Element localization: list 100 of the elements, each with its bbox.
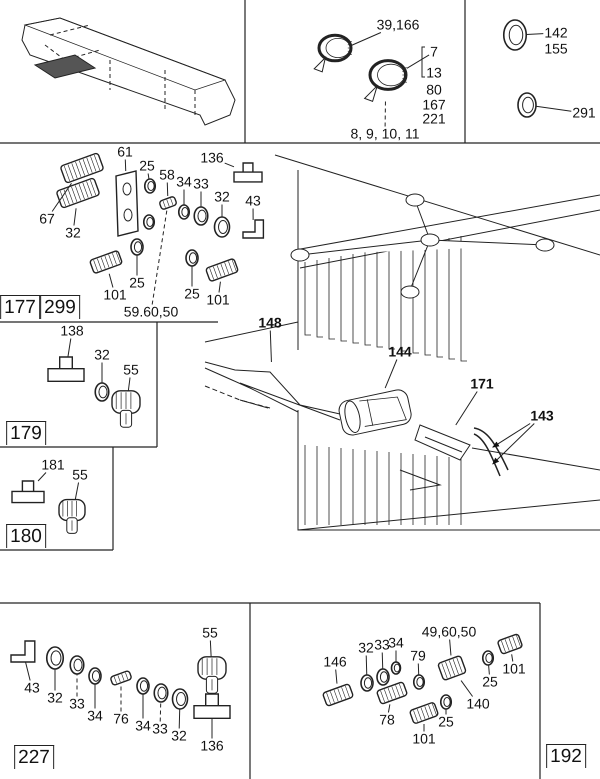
ring-drawing — [136, 677, 150, 695]
bracket-drawing — [400, 424, 471, 490]
callout-number: 32 — [170, 728, 188, 744]
cap-drawing — [111, 390, 141, 428]
callout-number: 101 — [501, 662, 527, 676]
elbow-drawing — [10, 640, 36, 663]
leader-line — [406, 54, 430, 69]
callout-number: 78 — [378, 712, 396, 728]
callout-number: 144 — [387, 344, 413, 360]
leader-line — [449, 639, 452, 656]
callout-number: 101 — [205, 292, 231, 308]
callout-number: 142 — [543, 26, 569, 40]
leader-line — [270, 330, 272, 362]
callout-number: 33 — [68, 696, 86, 712]
callout-number: 7 — [429, 44, 439, 60]
leader-line — [142, 694, 144, 719]
figure-number: 192 — [546, 744, 586, 768]
clamp-drawing — [313, 34, 352, 72]
callout-number: 25 — [437, 714, 455, 730]
tee-drawing — [233, 162, 263, 183]
callout-number: 32 — [64, 226, 82, 240]
ring-drawing — [376, 668, 390, 686]
callout-number: 101 — [411, 732, 437, 746]
callout-number: 39,166 — [376, 18, 420, 32]
leader-line — [38, 472, 46, 482]
callout-number: 136 — [199, 738, 225, 754]
leader-line — [384, 100, 386, 127]
figure-number: 299 — [40, 295, 80, 319]
ring-drawing — [88, 667, 102, 685]
ring-drawing — [144, 178, 156, 194]
leader-line — [200, 191, 202, 208]
leader-line — [210, 640, 212, 658]
leader-line — [366, 655, 368, 676]
callout-number: 143 — [529, 408, 555, 424]
leader-line — [455, 391, 478, 426]
callout-number: 101 — [102, 288, 128, 302]
leader-line — [108, 273, 114, 288]
nut-drawing — [360, 674, 374, 692]
clamp-drawing — [364, 59, 408, 102]
figure-number: 180 — [6, 524, 46, 548]
callout-number: 138 — [59, 324, 85, 338]
nut-drawing — [46, 646, 64, 670]
clip-ring-drawing — [517, 92, 537, 118]
callout-number: 43 — [23, 680, 41, 696]
callout-number: 171 — [469, 376, 495, 392]
callout-number: 79 — [409, 648, 427, 664]
callout-number: 32 — [46, 690, 64, 706]
leader-line — [526, 33, 544, 35]
leader-line — [384, 359, 398, 389]
callout-number: 33 — [151, 722, 169, 736]
cap-drawing — [58, 498, 86, 534]
callout-number: 76 — [112, 712, 130, 726]
wiper-linkage-drawing — [204, 362, 340, 420]
callout-number: 291 — [571, 106, 597, 120]
callout-number: 13 — [426, 66, 442, 80]
ring-drawing — [440, 694, 452, 710]
callout-number: 34 — [134, 718, 152, 734]
ring-drawing — [142, 214, 156, 230]
callout-number: 55 — [71, 468, 89, 482]
plate-drawing — [115, 170, 139, 237]
callout-number: 25 — [128, 276, 146, 290]
leader-line — [536, 106, 572, 112]
callout-number: 221 — [422, 112, 446, 126]
leader-line — [25, 662, 31, 681]
callout-number: 148 — [257, 316, 283, 330]
tee-drawing — [11, 480, 45, 504]
leader-line — [52, 182, 72, 212]
leader-line — [382, 652, 384, 670]
leader-line — [124, 159, 126, 172]
callout-number: 55 — [122, 362, 140, 378]
leader-line — [54, 668, 56, 691]
figure-number: 179 — [6, 421, 46, 445]
callout-number: 146 — [322, 654, 348, 670]
leader-line — [160, 702, 162, 722]
callout-number: 136 — [199, 150, 225, 166]
figure-number: 177 — [0, 295, 40, 319]
leader-line — [488, 664, 490, 675]
callout-number: 43 — [244, 194, 262, 208]
leader-line — [218, 281, 221, 293]
ring-drawing — [390, 661, 402, 675]
grommet-drawing — [502, 19, 528, 51]
callout-number: 32 — [93, 348, 111, 362]
leader-line — [335, 669, 338, 684]
leader-line — [178, 708, 180, 729]
callout-number: 32 — [357, 640, 375, 656]
callout-number: 34 — [86, 708, 104, 724]
leader-line — [67, 338, 72, 358]
ring-drawing — [482, 650, 494, 666]
leader-line — [492, 423, 531, 448]
callout-number: 181 — [40, 458, 66, 472]
leader-line — [511, 654, 514, 662]
callout-number: 58 — [158, 168, 176, 182]
leader-line — [418, 663, 420, 676]
callout-number: 33 — [192, 176, 210, 192]
tee-drawing — [193, 693, 231, 719]
leader-line — [148, 173, 150, 180]
leader-line — [136, 254, 138, 276]
cap-drawing — [197, 656, 227, 694]
leader-line — [388, 704, 390, 713]
ring-drawing — [130, 238, 144, 256]
